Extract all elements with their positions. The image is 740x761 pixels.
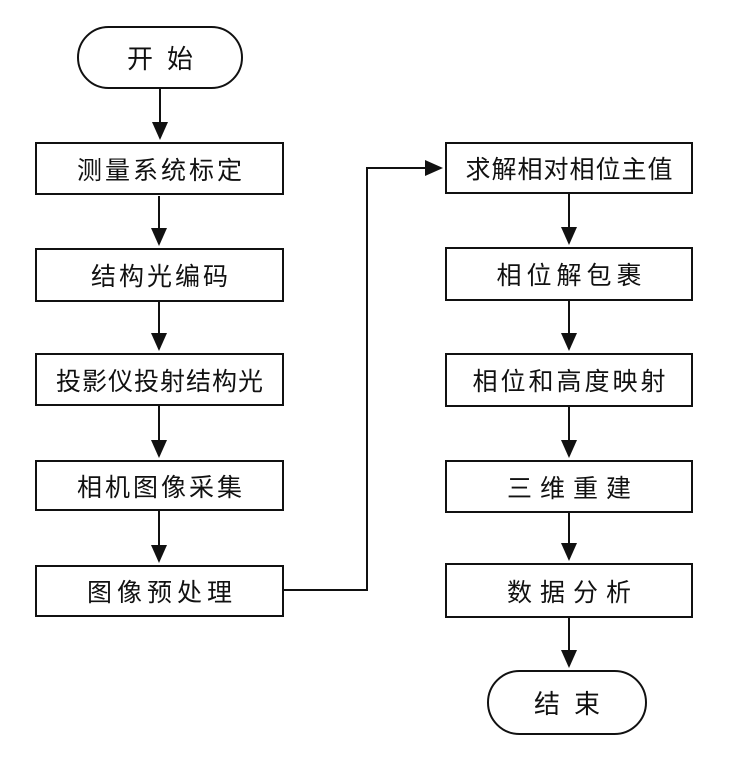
process-box-camera-capture: 相机图像采集 <box>35 460 284 511</box>
process-box-3d-reconstruction: 三维重建 <box>445 460 693 513</box>
process-box-phase-unwrapping: 相位解包裹 <box>445 247 693 301</box>
process-box-structured-light-encoding: 结构光编码 <box>35 248 284 302</box>
process-box-image-preprocessing: 图像预处理 <box>35 565 284 617</box>
process-box-phase-height-mapping: 相位和高度映射 <box>445 353 693 407</box>
process-box-relative-phase-principal-value: 求解相对相位主值 <box>445 142 693 194</box>
start-terminator: 开始 <box>77 26 243 89</box>
process-box-data-analysis: 数据分析 <box>445 563 693 618</box>
process-box-projector-projection: 投影仪投射结构光 <box>35 353 284 406</box>
process-box-system-calibration: 测量系统标定 <box>35 142 284 195</box>
end-terminator: 结束 <box>487 670 647 735</box>
arrow-l5-to-r1-connector <box>284 160 443 591</box>
